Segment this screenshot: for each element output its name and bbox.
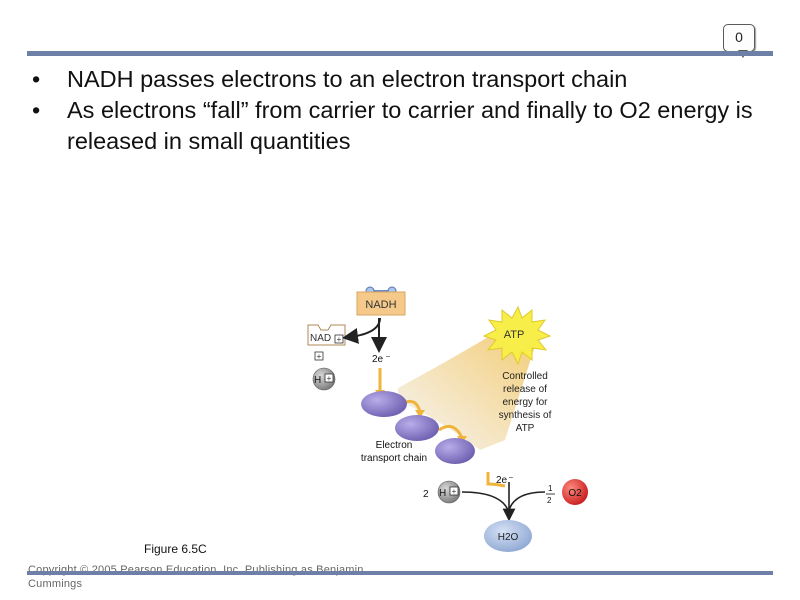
atp-label: ATP: [504, 329, 525, 341]
water-molecule: [484, 520, 532, 552]
nad-plus: NAD +: [307, 324, 346, 346]
bullet-item: NADH passes electrons to an electron tra…: [30, 64, 770, 95]
release-text-line: synthesis of: [499, 410, 552, 421]
water-label: H2O: [498, 532, 519, 543]
chain-label: Electron: [376, 440, 413, 451]
o-to-water-arrow: [508, 491, 546, 511]
electrons-top-label: 2e: [372, 354, 384, 365]
carrier: [361, 391, 407, 417]
electron-charge: –: [509, 474, 513, 481]
half-denominator: 2: [547, 496, 552, 505]
plus-sign: +: [452, 487, 457, 496]
slide-number: 0: [735, 29, 743, 45]
hydrogen-ions-bottom: H +: [437, 480, 461, 504]
carrier: [435, 438, 475, 464]
release-text-line: ATP: [516, 423, 535, 434]
oxidation-arrow: [342, 317, 381, 344]
plus-box: [314, 351, 324, 361]
plus-sign: +: [317, 352, 322, 361]
atp-starburst: [482, 305, 552, 366]
electrons-bottom-label: 2e: [496, 475, 508, 486]
o2-label: O2: [568, 488, 582, 499]
bullet-item: As electrons “fall” from carrier to carr…: [30, 95, 770, 157]
nadh-label: NADH: [365, 299, 396, 311]
release-text-line: energy for: [502, 397, 548, 408]
oxygen-molecule: [562, 479, 588, 505]
energy-release-fan: [398, 330, 540, 450]
plus-sign: +: [337, 335, 342, 344]
nadh-carrier: NADH: [356, 286, 406, 316]
copyright-text: Copyright © 2005 Pearson Education, Inc.…: [28, 564, 364, 590]
chain-label: transport chain: [361, 453, 427, 464]
hydrogen-ion: H +: [312, 367, 336, 391]
nad-label: NAD: [310, 333, 331, 344]
electron-carriers: [361, 391, 475, 464]
footer-rule: [27, 571, 773, 575]
h-label: H: [314, 375, 321, 386]
release-text-line: release of: [503, 384, 547, 395]
release-text: Controlled release of energy for synthes…: [499, 371, 552, 434]
header-rule: [27, 51, 773, 56]
two-label: 2: [423, 489, 429, 500]
carrier: [395, 415, 439, 441]
h-to-water-arrow: [461, 491, 509, 511]
figure-caption: Figure 6.5C: [144, 542, 207, 556]
electron-charge: –: [386, 353, 390, 360]
nadh-box: [356, 291, 406, 316]
h-label: H: [439, 488, 446, 499]
plus-sign: +: [327, 374, 332, 383]
release-text-line: Controlled: [502, 371, 548, 382]
bullet-list: NADH passes electrons to an electron tra…: [30, 64, 770, 157]
half-numerator: 1: [548, 484, 553, 493]
